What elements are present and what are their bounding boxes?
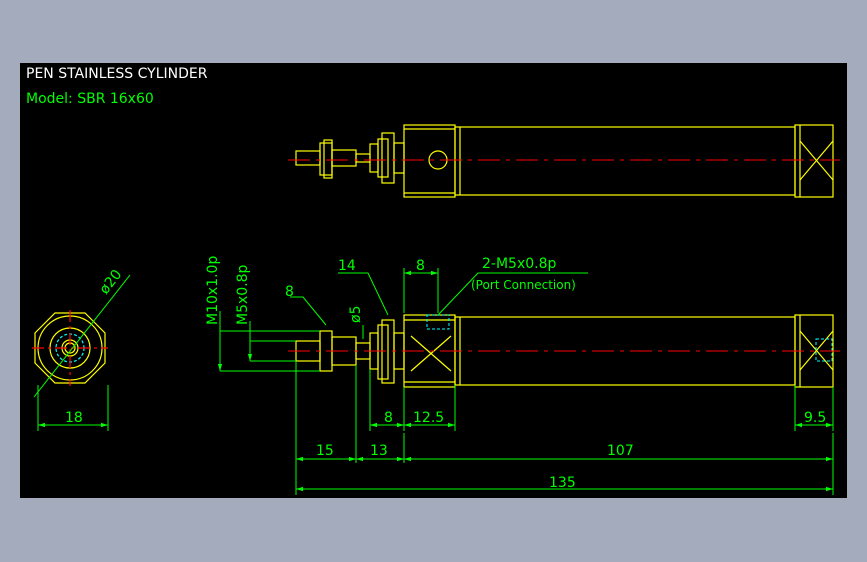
side-view-ports xyxy=(426,314,833,362)
body-nut-width-callout: 14 xyxy=(338,258,356,274)
end-width-dim: 18 xyxy=(65,410,83,426)
port-offset-dim: 8 xyxy=(416,258,425,274)
rod-nut-width-callout: 8 xyxy=(285,284,294,300)
thread-length-dim: 13 xyxy=(370,443,388,459)
dimension-lines xyxy=(33,268,834,495)
top-view-cylinder xyxy=(295,124,834,198)
rod-diameter-callout: ø5 xyxy=(348,306,364,323)
cap-length-dim: 12.5 xyxy=(413,410,444,426)
rear-cap-dim: 9.5 xyxy=(804,410,826,426)
rod-extension-dim: 15 xyxy=(316,443,334,459)
body-length-dim: 107 xyxy=(607,443,634,459)
model-label: Model: SBR 16x60 xyxy=(26,91,154,107)
drawing-title: PEN STAINLESS CYLINDER xyxy=(26,66,208,82)
nut-length-dim: 8 xyxy=(384,410,393,426)
port-thread-callout: 2-M5x0.8p xyxy=(482,256,556,272)
body-thread-callout: M10x1.0p xyxy=(205,256,221,325)
end-view xyxy=(32,310,108,386)
port-note-callout: (Port Connection) xyxy=(471,278,576,292)
overall-length-dim: 135 xyxy=(549,475,576,491)
cad-drawing-canvas: PEN STAINLESS CYLINDER Model: SBR 16x60 xyxy=(20,63,847,498)
body-diameter-callout: ø20 xyxy=(97,267,126,298)
rod-thread-callout: M5x0.8p xyxy=(235,264,251,325)
